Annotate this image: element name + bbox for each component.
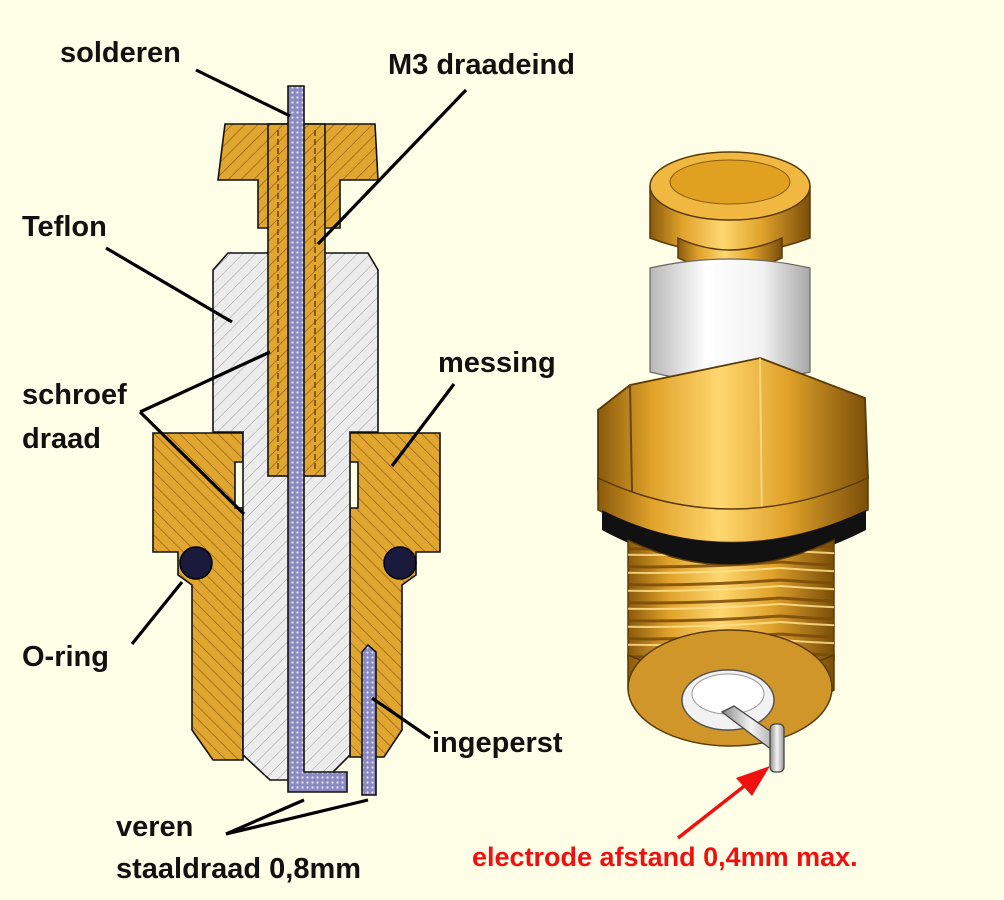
label-m3-draadeind: M3 draadeind (388, 49, 575, 81)
o-ring-right (383, 546, 417, 580)
label-draad: draad (22, 423, 101, 455)
spring-steel-wire (287, 85, 348, 793)
electrode-gap-arrow (676, 766, 770, 840)
brass-body-left (152, 432, 244, 761)
label-veren: veren (116, 811, 193, 843)
spark-plug-3d (597, 151, 869, 773)
label-solderen: solderen (60, 37, 181, 69)
brass-hex-nut (597, 357, 869, 516)
ground-electrode (769, 723, 785, 773)
pressed-in-wire (361, 643, 377, 796)
label-o-ring: O-ring (22, 641, 109, 673)
label-schroef: schroef (22, 379, 127, 411)
label-electrode-afstand: electrode afstand 0,4mm max. (472, 842, 858, 872)
label-teflon: Teflon (22, 211, 107, 243)
cross-section (152, 85, 441, 796)
o-ring-3d (602, 510, 866, 565)
label-messing: messing (438, 347, 556, 379)
leader-lines (105, 68, 468, 836)
label-staaldraad: staaldraad 0,8mm (116, 853, 361, 885)
brass-body-right (346, 432, 441, 758)
o-ring-left (179, 546, 213, 580)
label-ingeperst: ingeperst (432, 727, 563, 759)
